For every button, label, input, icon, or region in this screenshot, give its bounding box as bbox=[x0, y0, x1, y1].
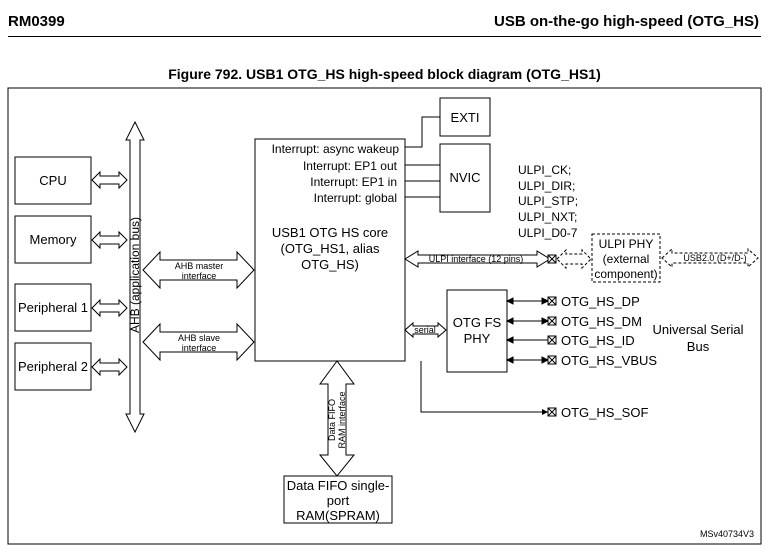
memory-label: Memory bbox=[30, 232, 77, 247]
sof-pin-label: OTG_HS_SOF bbox=[561, 405, 648, 420]
sof-arrowhead bbox=[542, 409, 548, 415]
ahb-master-arrow bbox=[142, 250, 255, 290]
fs-phy-label-1: OTG FS bbox=[453, 315, 502, 330]
ahb-slave-label-2: interface bbox=[182, 343, 217, 353]
ahb-slave-label-1: AHB slave bbox=[178, 333, 220, 343]
usb-bus-label-1: Universal Serial bbox=[652, 322, 743, 337]
core-title-3: OTG_HS) bbox=[301, 257, 359, 272]
vbus-arrowhead-left bbox=[505, 356, 514, 364]
sof-pin-x2 bbox=[547, 407, 557, 417]
interrupt-global: Interrupt: global bbox=[314, 191, 397, 205]
ulpi-phy-label-3: component) bbox=[594, 267, 657, 281]
cpu-bus-arrow bbox=[91, 170, 128, 190]
ahb-bus-arrow bbox=[125, 120, 145, 434]
peripheral1-label: Peripheral 1 bbox=[18, 300, 88, 315]
fifo-interface-label-1: Data FIFO bbox=[327, 399, 337, 441]
doc-id: RM0399 bbox=[8, 13, 65, 30]
peripheral1-bus-arrow bbox=[91, 298, 128, 318]
core-title-2: (OTG_HS1, alias bbox=[281, 241, 380, 256]
memory-block bbox=[14, 215, 92, 264]
header-rule bbox=[8, 36, 761, 37]
diagram-frame bbox=[7, 87, 762, 545]
fs-phy-label-2: PHY bbox=[464, 331, 491, 346]
usb20-dashed-arrow bbox=[661, 247, 759, 269]
dp-pin-x2 bbox=[547, 296, 557, 306]
ulpi-pin-x2 bbox=[547, 254, 557, 264]
usb20-label: USB2.0 (D+/D-) bbox=[683, 253, 746, 263]
memory-bus-arrow bbox=[91, 230, 128, 250]
ulpi-signal-ck: ULPI_CK; bbox=[518, 163, 571, 177]
dp-arrowhead-right bbox=[541, 297, 550, 305]
vbus-arrowhead-right bbox=[541, 356, 550, 364]
fs-phy-block bbox=[446, 289, 508, 373]
interrupt-async-wakeup: Interrupt: async wakeup bbox=[272, 142, 400, 156]
cpu-block bbox=[14, 156, 92, 205]
exti-block bbox=[439, 97, 491, 137]
id-pin-x2 bbox=[547, 335, 557, 345]
ahb-master-label-1: AHB master bbox=[175, 261, 224, 271]
dm-pin-x2 bbox=[547, 316, 557, 326]
nvic-block bbox=[439, 143, 491, 213]
pin-dm-label: OTG_HS_DM bbox=[561, 314, 642, 329]
sof-line bbox=[420, 361, 548, 413]
section-title: USB on-the-go high-speed (OTG_HS) bbox=[494, 13, 759, 30]
figure-ref: MSv40734V3 bbox=[700, 529, 754, 539]
interrupt-ep1-out: Interrupt: EP1 out bbox=[303, 159, 398, 173]
peripheral2-label: Peripheral 2 bbox=[18, 359, 88, 374]
figure-title: Figure 792. USB1 OTG_HS high-speed block… bbox=[168, 66, 601, 82]
fifo-ram-label-3: RAM(SPRAM) bbox=[296, 508, 380, 523]
pin-dp-label: OTG_HS_DP bbox=[561, 294, 640, 309]
cpu-label: CPU bbox=[39, 173, 66, 188]
interrupt-ep1-in: Interrupt: EP1 in bbox=[310, 175, 397, 189]
core-title-1: USB1 OTG HS core bbox=[272, 225, 388, 240]
exti-label: EXTI bbox=[451, 110, 480, 125]
dm-arrowhead-right bbox=[541, 317, 550, 325]
serial-arrow bbox=[404, 321, 447, 339]
serial-label: serial bbox=[414, 325, 436, 335]
peripheral2-block bbox=[14, 342, 92, 391]
otg-hs-core-block bbox=[254, 138, 406, 362]
ulpi-signal-stp: ULPI_STP; bbox=[518, 194, 578, 208]
fifo-ram-label-2: port bbox=[327, 493, 350, 508]
ulpi-phy-block bbox=[591, 233, 661, 283]
dm-arrowhead-left bbox=[505, 317, 514, 325]
dp-arrowhead-left bbox=[505, 297, 514, 305]
peripheral2-bus-arrow bbox=[91, 357, 128, 377]
ahb-master-label-2: interface bbox=[182, 271, 217, 281]
vbus-pin-x2 bbox=[547, 355, 557, 365]
nvic-label: NVIC bbox=[449, 170, 480, 185]
usb-bus-label-2: Bus bbox=[687, 339, 710, 354]
ulpi-signal-d0-7: ULPI_D0-7 bbox=[518, 226, 578, 240]
ahb-bus-label: AHB (application bus) bbox=[128, 217, 142, 333]
ulpi-signal-dir: ULPI_DIR; bbox=[518, 179, 575, 193]
peripheral1-block bbox=[14, 283, 92, 332]
fifo-interface-label-2: RAM interface bbox=[337, 391, 347, 448]
ulpi-interface-label: ULPI interface (12 pins) bbox=[429, 254, 524, 264]
async-wakeup-line bbox=[405, 116, 440, 148]
ulpi-phy-label-2: (external bbox=[603, 252, 650, 266]
pin-id-label: OTG_HS_ID bbox=[561, 333, 635, 348]
id-arrowhead-left bbox=[505, 336, 514, 344]
ulpi-phy-label-1: ULPI PHY bbox=[599, 237, 654, 251]
ulpi-phy-dashed-arrow bbox=[556, 248, 592, 270]
ahb-slave-arrow bbox=[142, 322, 255, 362]
pin-vbus-label: OTG_HS_VBUS bbox=[561, 353, 657, 368]
fifo-ram-block bbox=[283, 475, 393, 524]
fifo-ram-label-1: Data FIFO single- bbox=[287, 478, 390, 493]
ulpi-signal-nxt: ULPI_NXT; bbox=[518, 210, 577, 224]
